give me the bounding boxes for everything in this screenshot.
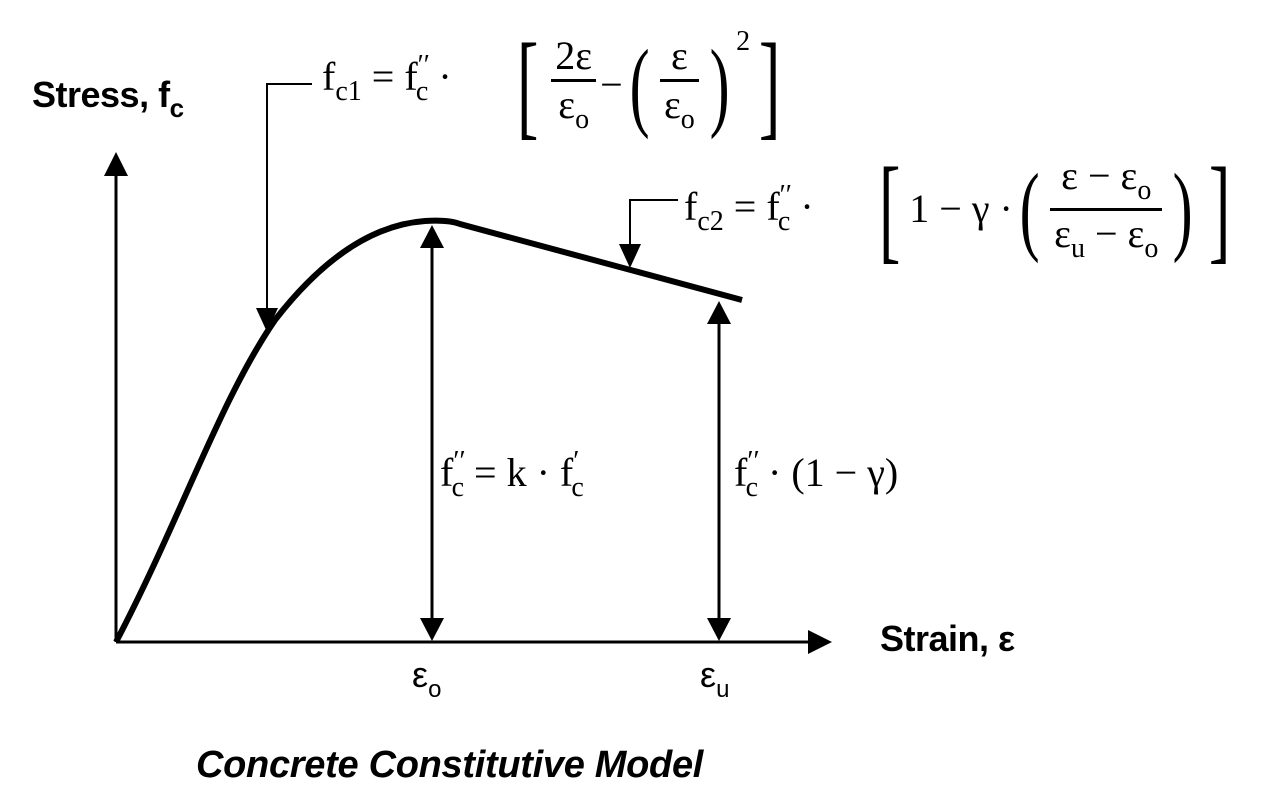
fc1-frac1-den: εo xyxy=(551,82,596,136)
fc2-equation: fc2 = f′′c · xyxy=(684,182,814,236)
fc2-den-a-sub: u xyxy=(1070,232,1085,264)
fc1-coef: f xyxy=(404,54,418,99)
fc1-frac1-den-sub: o xyxy=(575,104,590,136)
peak-f: f xyxy=(440,450,454,495)
peak-sub: c xyxy=(451,472,465,503)
y-axis xyxy=(104,152,128,642)
fc2-open-paren: ( xyxy=(1019,153,1040,264)
peak-rest: = k · f xyxy=(464,450,574,495)
fc2-coef-sup: ′′ xyxy=(779,180,792,211)
x-tick-eps-o: εo xyxy=(412,654,441,704)
fc1-open-paren: ( xyxy=(629,29,650,140)
fc2-den-b: − ε xyxy=(1084,210,1145,256)
x-tick-eps-o-main: ε xyxy=(412,654,429,695)
peak-rest-sup: ′ xyxy=(573,446,580,477)
x-axis-label: Strain, ε xyxy=(880,618,1015,659)
fc2-num-main: ε − ε xyxy=(1061,153,1138,199)
fc1-close-paren: ) xyxy=(709,29,730,140)
fc1-leader-arrow xyxy=(256,83,312,332)
fc1-frac1-num: 2ε xyxy=(551,33,597,83)
fc2-coef: f xyxy=(766,184,780,229)
fc2-equals: = xyxy=(733,184,757,229)
x-tick-eps-o-sub: o xyxy=(428,676,442,703)
fc2-den-b-sub: o xyxy=(1144,232,1159,264)
fc1-lhs-sub: c1 xyxy=(335,76,362,107)
fc1-equals: = xyxy=(371,54,395,99)
fc2-frac-num: ε − εo xyxy=(1050,153,1163,211)
fc2-frac-den: εu − εo xyxy=(1050,211,1162,265)
fc1-frac1-den-main: ε xyxy=(558,82,576,128)
x-axis-arrowhead-icon xyxy=(808,630,832,654)
ult-f: f xyxy=(734,450,748,495)
fc1-frac2-den-sub: o xyxy=(680,104,695,136)
fc1-minus: − xyxy=(600,62,623,107)
fc1-lhs: f xyxy=(322,54,336,99)
fc2-den-a: ε xyxy=(1054,210,1071,256)
fc1-close-bracket: ] xyxy=(758,19,781,150)
ultimate-stress-dimension-arrow xyxy=(707,301,731,641)
y-axis-label-subscript: c xyxy=(169,93,184,123)
fc1-open-bracket: [ xyxy=(516,19,539,150)
fc2-lhs: f xyxy=(684,184,698,229)
fc2-leader-arrow xyxy=(619,199,678,268)
x-axis xyxy=(116,630,832,654)
y-axis-label-text: Stress, f xyxy=(32,74,170,115)
x-tick-eps-u-main: ε xyxy=(700,654,717,695)
fc2-open-bracket: [ xyxy=(878,143,901,274)
ult-sub: c xyxy=(745,472,759,503)
fc1-frac2-den-main: ε xyxy=(663,82,681,128)
ultimate-stress-label: f′′c · (1 − γ) xyxy=(734,448,898,502)
fc2-lhs-sub: c2 xyxy=(697,206,724,237)
y-axis-label: Stress, fc xyxy=(32,74,184,124)
fc1-exponent: 2 xyxy=(736,26,751,58)
ult-sup: ′′ xyxy=(747,446,760,477)
fc2-one-minus-gamma: 1 − γ · xyxy=(909,186,1013,231)
fc2-close-paren: ) xyxy=(1172,153,1193,264)
fc2-close-bracket: ] xyxy=(1208,143,1231,274)
fc2-dot: · xyxy=(800,184,814,229)
y-axis-arrowhead-icon xyxy=(104,152,128,176)
fc1-frac2-num: ε xyxy=(659,33,699,83)
peak-rest-sub: c xyxy=(571,472,584,503)
fc2-coef-sub: c xyxy=(777,206,791,237)
stress-strain-curve xyxy=(113,217,743,644)
fc2-num-sub: o xyxy=(1137,175,1152,207)
fc1-coef-sub: c xyxy=(415,76,429,107)
fc1-frac2-den: εo xyxy=(660,82,699,136)
x-tick-eps-u-sub: u xyxy=(716,676,730,703)
peak-stress-label: f′′c = k · f′c xyxy=(440,448,584,502)
fc1-dot: · xyxy=(438,54,452,99)
peak-stress-dimension-arrow xyxy=(420,225,444,641)
fc1-coef-sup: ′′ xyxy=(417,50,430,81)
fc1-equation: fc1 = f′′c · xyxy=(322,52,452,106)
x-tick-eps-u: εu xyxy=(700,654,729,704)
figure-caption: Concrete Constitutive Model xyxy=(196,744,704,786)
ult-rest: · (1 − γ) xyxy=(758,450,899,495)
peak-sup: ′′ xyxy=(453,446,466,477)
